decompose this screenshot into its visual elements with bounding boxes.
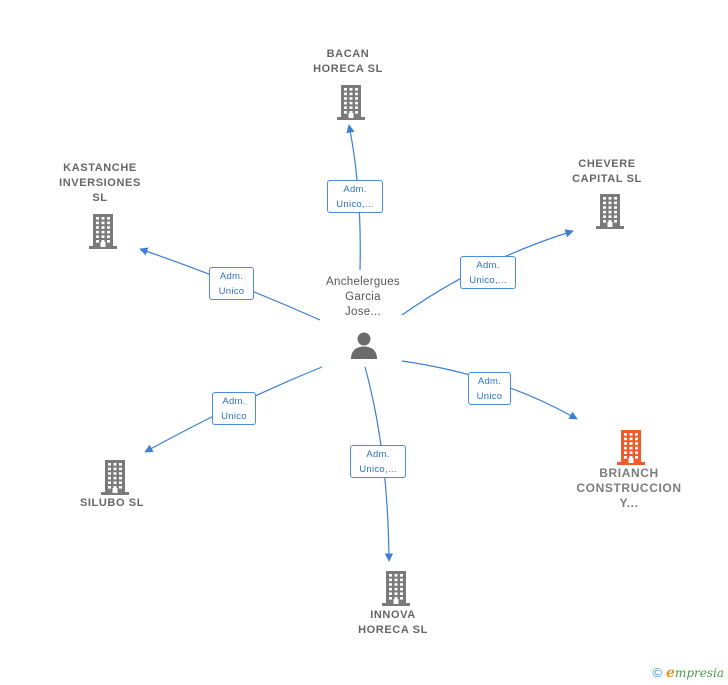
node-brianch-label[interactable]: BRIANCH CONSTRUCCION Y... (576, 466, 682, 510)
edge-label-silubo[interactable]: Adm. Unico (212, 392, 256, 425)
node-kastanche-label[interactable]: KASTANCHE INVERSIONES SL (59, 162, 141, 204)
brand-name: mpresia (674, 666, 724, 680)
person-label[interactable]: Anchelergues Garcia Jose... (326, 276, 400, 318)
node-bacan-building-icon[interactable] (335, 84, 367, 125)
empresia-brand: ©empresia (652, 665, 724, 681)
node-chevere-label[interactable]: CHEVERE CAPITAL SL (572, 158, 642, 185)
node-innova-label[interactable]: INNOVA HORECA SL (358, 609, 428, 636)
node-bacan-label[interactable]: BACAN HORECA SL (313, 48, 383, 75)
copyright-symbol: © (652, 665, 663, 680)
person-icon[interactable] (349, 330, 379, 360)
edge-label-innova[interactable]: Adm. Unico,... (350, 445, 406, 478)
node-brianch-building-icon[interactable] (615, 429, 647, 470)
edge-label-kastanche[interactable]: Adm. Unico (209, 267, 254, 300)
brand-initial: e (666, 665, 675, 681)
node-kastanche-building-icon[interactable] (87, 213, 119, 254)
node-chevere-building-icon[interactable] (594, 193, 626, 234)
edge-label-chevere[interactable]: Adm. Unico,... (460, 256, 516, 289)
node-innova-building-icon[interactable] (380, 570, 412, 611)
node-silubo-building-icon[interactable] (99, 459, 131, 500)
edge-label-brianch[interactable]: Adm. Unico (468, 372, 511, 405)
node-silubo-label[interactable]: SILUBO SL (79, 497, 145, 509)
edge-label-bacan[interactable]: Adm. Unico,... (327, 180, 383, 213)
